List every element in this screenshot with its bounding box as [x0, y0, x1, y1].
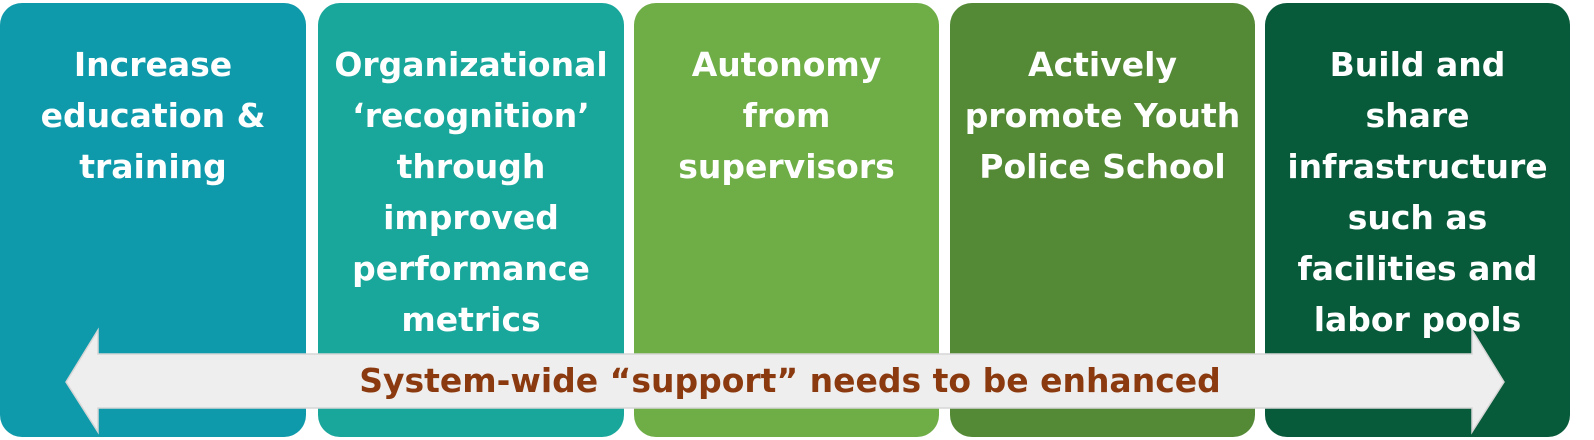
card-3-text: Autonomy from supervisors: [678, 45, 895, 186]
card-4-text: Actively promote Youth Police School: [964, 45, 1241, 186]
arrow-label: System-wide “support” needs to be enhanc…: [359, 361, 1221, 400]
card-5-text: Build and share infrastructure such as f…: [1287, 45, 1548, 339]
card-1-text: Increase education & training: [40, 45, 266, 186]
card-2-text: Organizational ‘recognition’ through imp…: [334, 45, 608, 339]
card-organizational-recognition: Organizational ‘recognition’ through imp…: [318, 3, 624, 437]
